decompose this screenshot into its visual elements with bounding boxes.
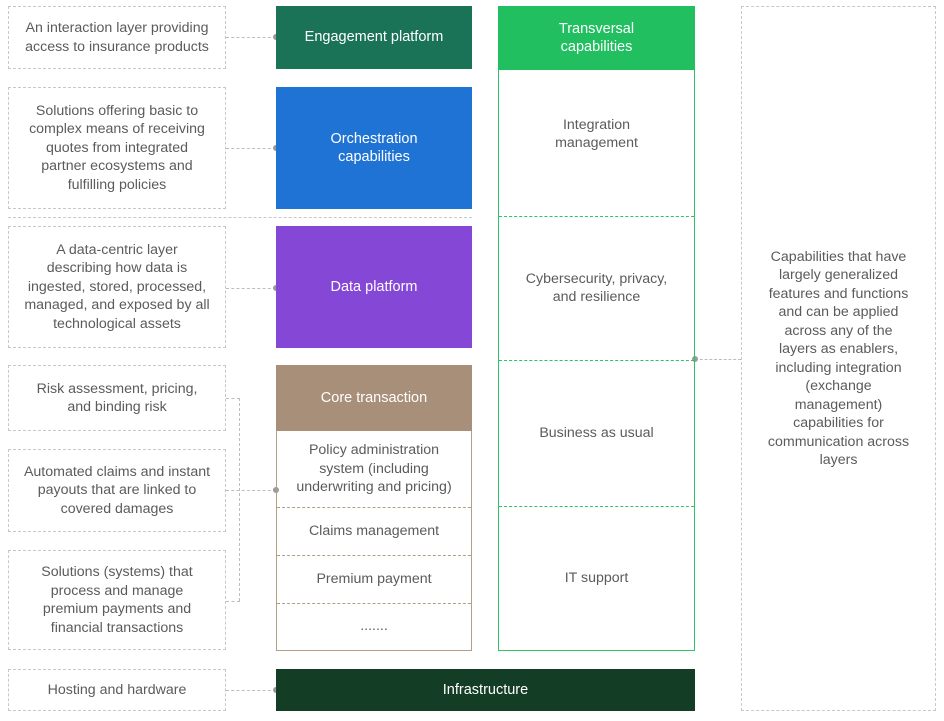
note-engagement-text: An interaction layer providing access to… [25,20,209,55]
note-orchestration: Solutions offering basic to complex mean… [8,87,226,209]
core-transaction-header: Core transaction [276,365,472,431]
connector-dot-transversal [692,356,698,362]
transversal-item-it-support-text: IT support [564,569,629,586]
data-platform-label: Data platform [330,278,418,295]
transversal-item-cybersecurity-text: Cybersecurity, privacy, and resilience [525,270,668,306]
transversal-divider-1 [499,216,694,217]
note-transversal-text: Capabilities that have largely generaliz… [767,248,910,469]
note-engagement: An interaction layer providing access to… [8,6,226,69]
core-divider-3 [277,603,471,604]
bracket-bottom [226,601,240,602]
transversal-item-integration: Integration management [499,70,694,216]
connector-orchestration [226,148,276,149]
core-transaction-label: Core transaction [320,389,428,406]
core-item-policy-text: Policy administration system (including … [296,442,452,496]
data-platform-box: Data platform [276,226,472,348]
connector-transversal [695,359,741,360]
infrastructure-label: Infrastructure [442,681,529,698]
note-hosting: Hosting and hardware [8,669,226,711]
note-data: A data-centric layer describing how data… [8,226,226,348]
infrastructure-box: Infrastructure [276,669,695,711]
note-transversal: Capabilities that have largely generaliz… [741,6,936,711]
transversal-item-cybersecurity: Cybersecurity, privacy, and resilience [499,216,694,360]
connector-infrastructure [226,690,276,691]
bracket-top [226,398,240,399]
transversal-title: Transversal capabilities [558,20,635,56]
orchestration-box: Orchestration capabilities [276,87,472,209]
transversal-item-bau: Business as usual [499,360,694,506]
transversal-header: Transversal capabilities [498,6,695,70]
note-claims-text: Automated claims and instant payouts tha… [23,463,211,517]
core-item-premium: Premium payment [277,555,471,603]
transversal-item-bau-text: Business as usual [539,424,654,441]
core-item-premium-text: Premium payment [316,570,432,587]
core-item-claims: Claims management [277,507,471,555]
note-risk: Risk assessment, pricing, and binding ri… [8,365,226,431]
transversal-item-integration-text: Integration management [555,116,638,152]
transversal-panel: Transversal capabilities Integration man… [498,6,695,651]
transversal-divider-3 [499,506,694,507]
connector-data [226,288,276,289]
bracket-vertical [239,398,240,601]
engagement-platform-box: Engagement platform [276,6,472,69]
core-item-policy: Policy administration system (including … [277,431,471,507]
core-transaction-panel: Core transaction Policy administration s… [276,365,472,651]
orchestration-label: Orchestration capabilities [330,130,418,166]
transversal-divider-2 [499,360,694,361]
connector-engagement [226,37,276,38]
engagement-platform-label: Engagement platform [304,29,444,46]
note-orchestration-text: Solutions offering basic to complex mean… [29,102,205,193]
note-data-text: A data-centric layer describing how data… [24,241,210,332]
note-hosting-text: Hosting and hardware [47,681,187,698]
core-divider-1 [277,507,471,508]
transversal-item-it-support: IT support [499,506,694,650]
core-item-more-text: ....... [360,618,388,635]
connector-core [226,490,276,491]
core-item-more: ....... [277,603,471,650]
note-premium-text: Solutions (systems) that process and man… [41,564,193,636]
core-item-claims-text: Claims management [308,522,440,539]
core-divider-2 [277,555,471,556]
section-divider [8,217,472,218]
note-risk-text: Risk assessment, pricing, and binding ri… [36,380,198,416]
note-premium: Solutions (systems) that process and man… [8,550,226,650]
note-claims: Automated claims and instant payouts tha… [8,449,226,532]
